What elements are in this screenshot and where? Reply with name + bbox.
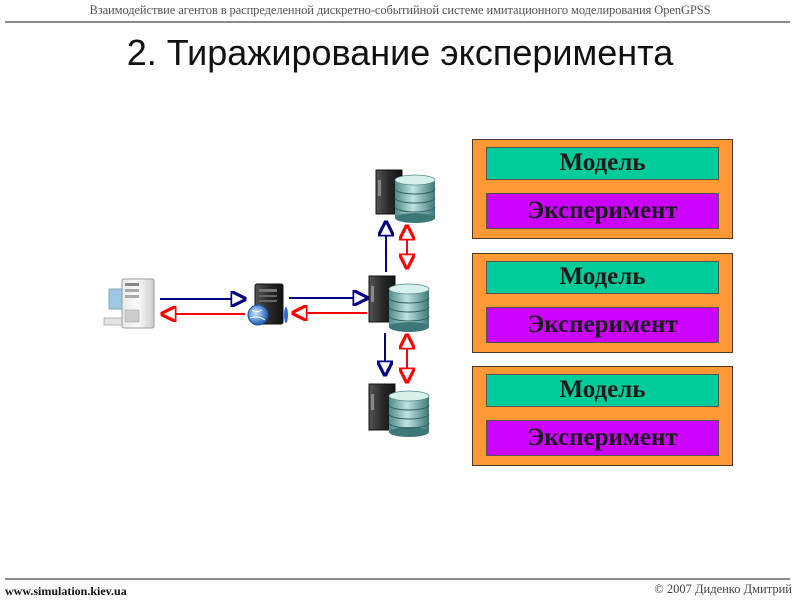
experiment-label: Эксперимент [486, 420, 719, 456]
web-server-icon [247, 283, 288, 326]
model-label: Модель [486, 147, 719, 180]
experiment-label: Эксперимент [486, 193, 719, 229]
slide-title: 2. Тиражирование эксперимента [126, 32, 674, 73]
header-divider [5, 21, 790, 23]
footer-website: www.simulation.kiev.ua [5, 584, 127, 598]
footer-copyright: © 2007 Диденко Дмитрий [654, 582, 792, 596]
header-subtitle: Взаимодействие агентов в распределенной … [89, 3, 711, 17]
model-label: Модель [486, 261, 719, 294]
replica-block: Модель Эксперимент [472, 139, 733, 239]
desktop-computer-icon [103, 278, 155, 329]
database-server-icon [368, 275, 430, 332]
model-label: Модель [486, 374, 719, 407]
replica-block: Модель Эксперимент [472, 253, 733, 353]
database-server-icon [368, 383, 430, 437]
experiment-label: Эксперимент [486, 307, 719, 343]
database-server-icon [375, 169, 436, 223]
replica-block: Модель Эксперимент [472, 366, 733, 466]
footer-divider [5, 578, 790, 580]
